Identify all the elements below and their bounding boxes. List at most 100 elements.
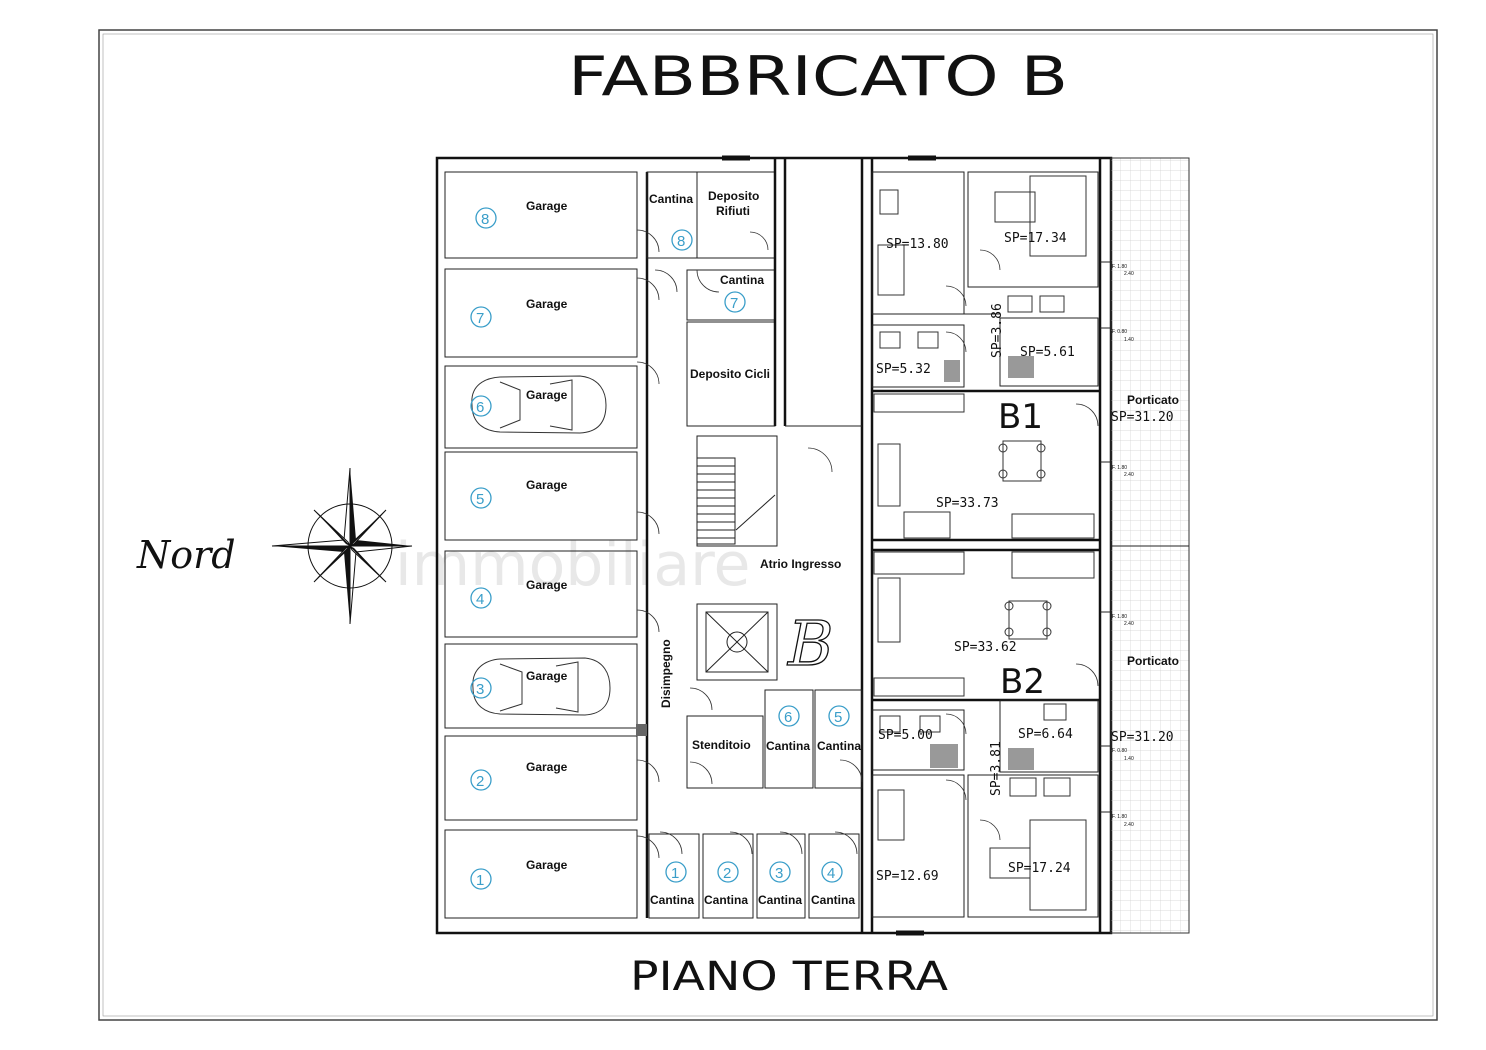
svg-text:Porticato: Porticato (1127, 654, 1179, 668)
svg-text:Garage: Garage (526, 858, 568, 872)
svg-text:7: 7 (730, 295, 738, 312)
garage-1: Garage 1 (470, 858, 568, 890)
compass-rose-icon (271, 467, 413, 625)
svg-text:3: 3 (476, 681, 484, 698)
svg-text:Garage: Garage (526, 199, 568, 213)
svg-text:1.40: 1.40 (1124, 756, 1134, 762)
svg-text:6: 6 (476, 399, 484, 416)
svg-text:3: 3 (775, 865, 783, 882)
svg-text:F. 1.80: F. 1.80 (1112, 264, 1127, 270)
elevator-icon (696, 603, 778, 681)
svg-text:SP=3.86: SP=3.86 (990, 303, 1005, 358)
porticato-b2: Porticato SP=31.20 (1111, 654, 1179, 745)
building-letter: B (787, 607, 834, 680)
svg-text:F. 1.80: F. 1.80 (1112, 614, 1127, 620)
garage-7: Garage 7 (470, 297, 568, 328)
atrio-ingresso: Atrio Ingresso (760, 557, 841, 571)
svg-text:SP=6.64: SP=6.64 (1018, 727, 1073, 742)
floor-label: PIANO TERRA (630, 954, 949, 1000)
compass-label: Nord (136, 533, 236, 577)
svg-text:Porticato: Porticato (1127, 393, 1179, 407)
garage-8: Garage 8 (475, 199, 568, 229)
disimpegno: Disimpegno (659, 639, 673, 708)
svg-text:SP=17.34: SP=17.34 (1004, 231, 1067, 246)
cantina-3: 3 Cantina (756, 833, 806, 919)
svg-text:SP=3.81: SP=3.81 (989, 741, 1004, 796)
garage-2: Garage 2 (470, 760, 568, 791)
staircase (696, 435, 778, 547)
svg-text:Cantina: Cantina (704, 893, 748, 907)
svg-text:SP=17.24: SP=17.24 (1008, 861, 1071, 876)
svg-text:2: 2 (476, 773, 484, 790)
svg-text:Garage: Garage (526, 578, 568, 592)
svg-text:F. 0.80: F. 0.80 (1112, 748, 1127, 754)
svg-text:SP=5.32: SP=5.32 (876, 362, 931, 377)
garage-6: Garage 6 (470, 375, 607, 434)
svg-text:Garage: Garage (526, 760, 568, 774)
svg-text:Garage: Garage (526, 388, 568, 402)
svg-text:SP=31.20: SP=31.20 (1111, 410, 1174, 425)
car-icon (472, 657, 611, 716)
svg-text:2.40: 2.40 (1124, 621, 1134, 627)
svg-text:5: 5 (476, 491, 484, 508)
watermark: immobiliare (395, 530, 750, 600)
svg-text:Garage: Garage (526, 669, 568, 683)
svg-text:Deposito: Deposito (708, 189, 759, 203)
window-tags: F. 1.80 2.40 F. 0.80 1.40 F. 1.80 2.40 F… (722, 155, 1134, 936)
svg-text:F. 1.80: F. 1.80 (1112, 814, 1127, 820)
garage-block (444, 171, 649, 919)
svg-text:Garage: Garage (526, 297, 568, 311)
cantina-4: 4 Cantina (808, 833, 860, 919)
cantina-5: Cantina 5 (814, 689, 863, 789)
upper-service-rooms (646, 158, 862, 427)
svg-text:2.40: 2.40 (1124, 271, 1134, 277)
svg-text:8: 8 (481, 211, 489, 228)
svg-text:Cantina: Cantina (817, 739, 861, 753)
svg-text:2.40: 2.40 (1124, 472, 1134, 478)
svg-text:5: 5 (834, 709, 842, 726)
svg-text:Stenditoio: Stenditoio (692, 738, 751, 752)
svg-text:2: 2 (723, 865, 731, 882)
svg-text:6: 6 (784, 709, 792, 726)
svg-text:Rifiuti: Rifiuti (716, 204, 750, 218)
svg-text:SP=12.69: SP=12.69 (876, 869, 939, 884)
cantina-1: 1 Cantina (648, 833, 700, 919)
apartment-b1: SP=13.80 SP=17.34 SP=3.86 SP=5.61 SP=5.3… (871, 158, 1102, 933)
svg-text:4: 4 (827, 865, 835, 882)
svg-text:SP=5.61: SP=5.61 (1020, 345, 1075, 360)
svg-text:B1: B1 (998, 397, 1043, 437)
svg-text:1: 1 (671, 865, 679, 882)
svg-text:8: 8 (677, 233, 685, 250)
svg-text:7: 7 (476, 310, 484, 327)
porticato-b1: Porticato SP=31.20 (1111, 393, 1179, 425)
deposito-cicli: Deposito Cicli (690, 367, 770, 381)
apartment-b2: SP=33.62 SP=5.00 SP=6.64 SP=3.81 SP=12.6… (871, 548, 1100, 918)
svg-text:F. 0.80: F. 0.80 (1112, 329, 1127, 335)
svg-text:F. 1.80: F. 1.80 (1112, 465, 1127, 471)
svg-text:1: 1 (476, 872, 484, 889)
sheet-border (98, 29, 1438, 1021)
svg-text:1.40: 1.40 (1124, 337, 1134, 343)
svg-text:SP=5.00: SP=5.00 (878, 728, 933, 743)
svg-text:2.40: 2.40 (1124, 822, 1134, 828)
svg-text:Cantina: Cantina (811, 893, 855, 907)
cantina-6: Cantina 6 (764, 689, 814, 789)
svg-text:Cantina: Cantina (758, 893, 802, 907)
drawing-title: FABBRICATO B (568, 45, 1068, 108)
stenditoio: Stenditoio (686, 715, 764, 789)
svg-text:4: 4 (476, 591, 484, 608)
cantina-7: Cantina 7 (720, 273, 764, 313)
cantina-2: 2 Cantina (702, 833, 754, 919)
svg-text:SP=13.80: SP=13.80 (886, 237, 949, 252)
svg-text:Cantina: Cantina (766, 739, 810, 753)
service-doors (636, 231, 863, 855)
garage-5: Garage 5 (470, 478, 568, 509)
svg-text:Cantina: Cantina (650, 893, 694, 907)
garage-4: Garage 4 (470, 578, 568, 609)
cantina-8: Cantina 8 (649, 192, 693, 251)
svg-text:Cantina: Cantina (649, 192, 693, 206)
car-icon (471, 375, 607, 434)
garage-3: Garage 3 (470, 657, 611, 716)
svg-text:SP=33.62: SP=33.62 (954, 640, 1017, 655)
